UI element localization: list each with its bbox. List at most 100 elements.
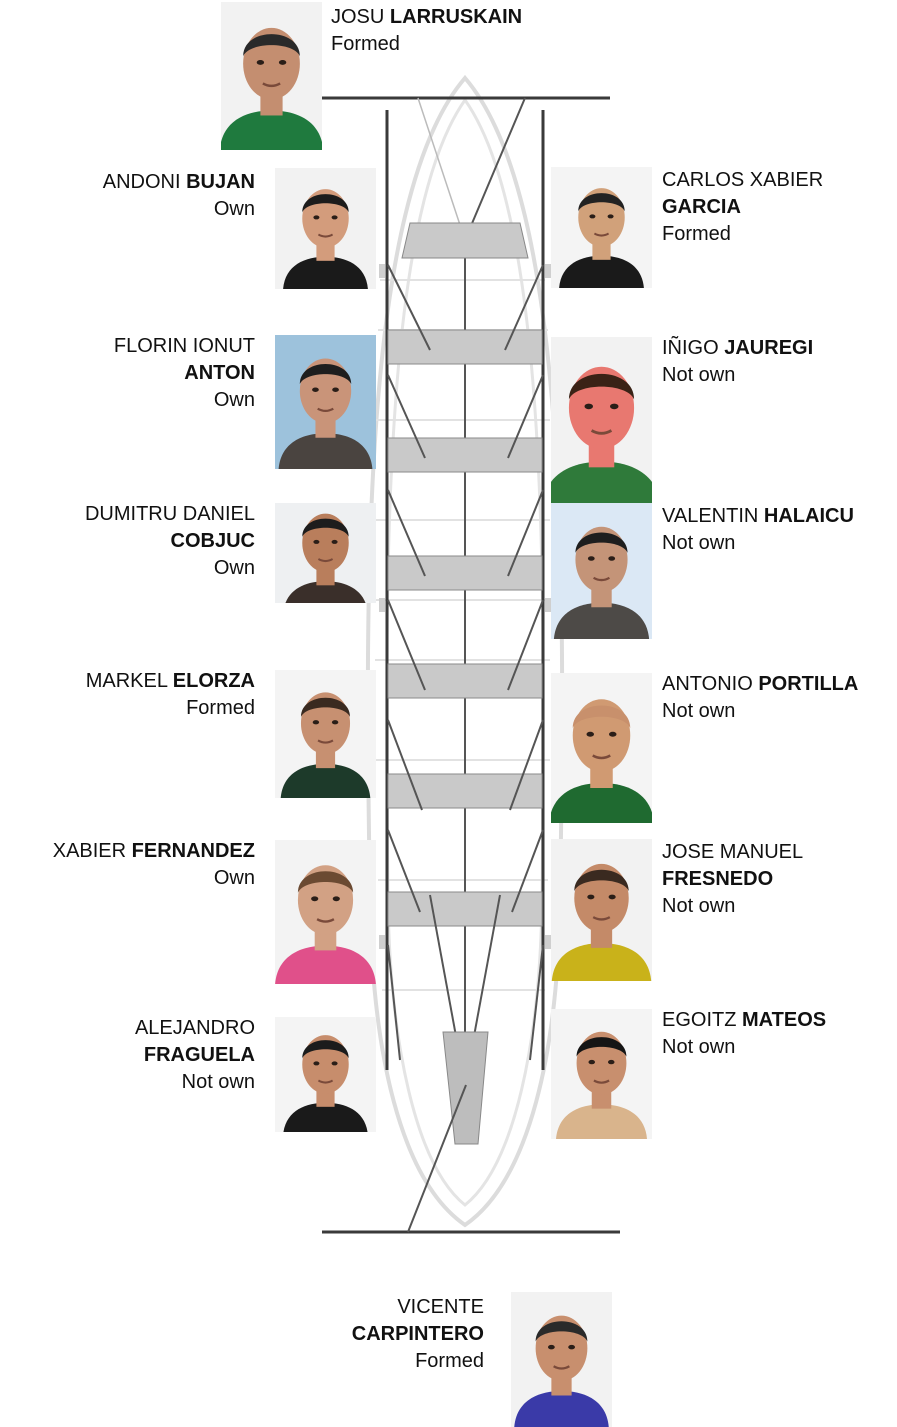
first-name: ALEJANDRO bbox=[134, 1017, 255, 1039]
oar-line-10 bbox=[509, 719, 544, 811]
coxswain-photo bbox=[221, 2, 322, 150]
first-name: JOSE MANUEL bbox=[662, 841, 804, 863]
status: Own bbox=[213, 389, 255, 411]
portrait bbox=[551, 503, 652, 639]
left-rower-photo-3 bbox=[275, 503, 376, 603]
status: Formed bbox=[662, 223, 731, 245]
oar-line-8 bbox=[507, 599, 544, 691]
right-rower-photo-3 bbox=[551, 503, 652, 639]
oar-line-1 bbox=[387, 264, 431, 351]
right-rower-photo-2 bbox=[551, 337, 652, 507]
left-rower-photo-4 bbox=[275, 670, 376, 798]
last-name: JAUREGI bbox=[724, 337, 814, 359]
last-name: ANTON bbox=[184, 362, 255, 384]
bow-photo bbox=[511, 1292, 612, 1427]
status: Own bbox=[213, 198, 255, 220]
first-name: MARKEL bbox=[85, 670, 168, 692]
portrait bbox=[551, 673, 652, 823]
last-name: FERNANDEZ bbox=[131, 840, 255, 862]
oar-line-3 bbox=[387, 374, 426, 459]
last-name: COBJUC bbox=[170, 530, 255, 552]
right-rower-photo-5 bbox=[551, 839, 652, 981]
left-rower-label-5: XABIER FERNANDEZ Own bbox=[53, 838, 255, 892]
last-name: ELORZA bbox=[172, 670, 255, 692]
portrait bbox=[551, 167, 652, 288]
bow-label: VICENTE CARPINTERO Formed bbox=[352, 1294, 484, 1375]
coxswain-label: JOSU LARRUSKAIN Formed bbox=[331, 4, 522, 58]
first-name: XABIER bbox=[52, 840, 127, 862]
oar-line-7 bbox=[387, 599, 426, 691]
rowing-seat-4 bbox=[387, 663, 543, 699]
stern-oar bbox=[464, 97, 526, 241]
status: Not own bbox=[662, 1036, 736, 1058]
last-name: LARRUSKAIN bbox=[389, 6, 523, 28]
first-name: VALENTIN bbox=[662, 505, 759, 527]
first-name: FLORIN IONUT bbox=[113, 335, 255, 357]
stern-seat bbox=[401, 222, 529, 259]
right-rower-label-1: CARLOS XABIER GARCIA Formed bbox=[662, 167, 823, 248]
oar-line-5 bbox=[387, 489, 426, 577]
right-rower-label-4: ANTONIO PORTILLA Not own bbox=[662, 671, 858, 725]
portrait bbox=[275, 503, 376, 603]
status: Formed bbox=[186, 697, 255, 719]
oar-line-9 bbox=[387, 719, 423, 811]
hull-inner-outline bbox=[385, 97, 545, 1207]
first-name: EGOITZ bbox=[662, 1009, 737, 1031]
rowing-seat-2 bbox=[387, 437, 543, 473]
status: Not own bbox=[662, 532, 736, 554]
stern-oar-2 bbox=[417, 97, 466, 241]
last-name: PORTILLA bbox=[758, 673, 859, 695]
left-rower-label-3: DUMITRU DANIEL COBJUC Own bbox=[85, 501, 255, 582]
right-rower-label-6: EGOITZ MATEOS Not own bbox=[662, 1007, 826, 1061]
oar-line-11 bbox=[387, 829, 421, 913]
portrait bbox=[221, 2, 322, 150]
right-rower-label-2: IÑIGO JAUREGI Not own bbox=[662, 335, 813, 389]
portrait bbox=[551, 1009, 652, 1139]
portrait bbox=[275, 670, 376, 798]
oar-line-13 bbox=[387, 944, 401, 1061]
last-name: FRESNEDO bbox=[662, 868, 774, 890]
status: Own bbox=[213, 867, 255, 889]
portrait bbox=[275, 335, 376, 469]
last-name: FRAGUELA bbox=[143, 1044, 255, 1066]
status: Not own bbox=[662, 895, 736, 917]
portrait bbox=[511, 1292, 612, 1427]
status: Not own bbox=[662, 700, 736, 722]
oar-line-6 bbox=[507, 489, 544, 577]
left-rower-photo-2 bbox=[275, 335, 376, 469]
rowing-seat-6 bbox=[387, 891, 543, 927]
left-rower-label-2: FLORIN IONUT ANTON Own bbox=[114, 333, 255, 414]
portrait bbox=[551, 337, 652, 507]
status: Not own bbox=[662, 364, 736, 386]
status: Formed bbox=[331, 33, 400, 55]
right-rower-photo-1 bbox=[551, 167, 652, 288]
portrait bbox=[275, 1017, 376, 1132]
left-rower-photo-1 bbox=[275, 168, 376, 289]
last-name: HALAICU bbox=[763, 505, 854, 527]
rudder-line bbox=[407, 1084, 467, 1233]
right-rower-photo-4 bbox=[551, 673, 652, 823]
first-name: ANDONI bbox=[102, 171, 181, 193]
rowing-seats bbox=[387, 329, 543, 927]
oarlocks bbox=[379, 264, 551, 949]
status: Own bbox=[213, 557, 255, 579]
first-name: VICENTE bbox=[397, 1296, 484, 1318]
oar-line-14 bbox=[529, 944, 544, 1061]
last-name: MATEOS bbox=[742, 1009, 827, 1031]
left-rower-label-1: ANDONI BUJAN Own bbox=[103, 169, 255, 223]
first-name: CARLOS XABIER bbox=[662, 169, 824, 191]
right-rower-label-5: JOSE MANUEL FRESNEDO Not own bbox=[662, 839, 803, 920]
right-rower-photo-6 bbox=[551, 1009, 652, 1139]
first-name: DUMITRU DANIEL bbox=[84, 503, 255, 525]
portrait bbox=[275, 168, 376, 289]
left-rower-photo-6 bbox=[275, 1017, 376, 1132]
last-name: GARCIA bbox=[662, 196, 741, 218]
last-name: BUJAN bbox=[186, 171, 255, 193]
oar-line-12 bbox=[511, 829, 544, 913]
first-name: IÑIGO bbox=[662, 337, 719, 359]
first-name: ANTONIO bbox=[662, 673, 753, 695]
portrait bbox=[275, 840, 376, 984]
first-name: JOSU bbox=[331, 6, 385, 28]
